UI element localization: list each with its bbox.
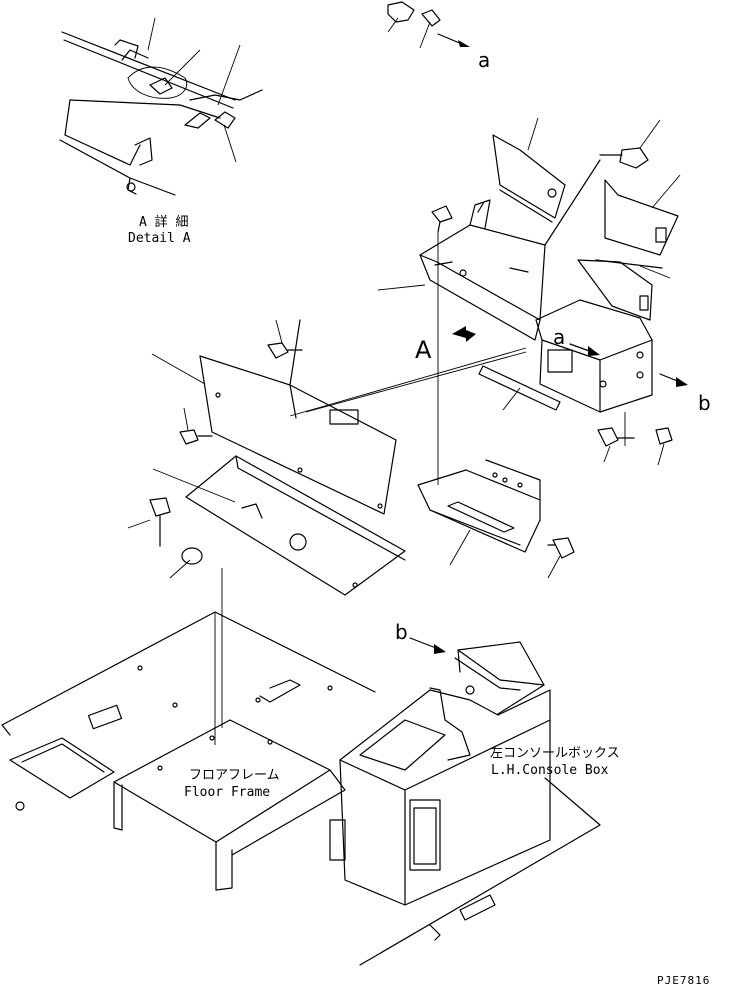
upper-cover-assembly — [377, 117, 681, 579]
detail-a-drawing — [59, 17, 263, 196]
console-box-label-en: L.H.Console Box — [491, 763, 609, 778]
floor-frame-label-en: Floor Frame — [184, 785, 271, 800]
ref-letter-b-lower: b — [395, 620, 408, 644]
console-box-drawing — [329, 641, 551, 906]
drawing-number: PJE7816 — [657, 974, 711, 987]
top-small-parts — [387, 1, 470, 49]
view-marker-a: A — [415, 336, 432, 364]
connector-lines — [221, 232, 527, 728]
arrows — [409, 326, 688, 654]
detail-a-title-jp: A 詳 細 — [139, 215, 189, 230]
console-box-label-jp: 左コンソールボックス — [490, 746, 620, 761]
middle-left-panel — [127, 319, 406, 596]
ref-letter-b-right: b — [698, 391, 711, 415]
floor-frame-drawing — [1, 611, 601, 966]
ref-letter-a-mid: a — [553, 325, 566, 349]
floor-frame-label-jp: フロアフレーム — [189, 768, 280, 783]
detail-a-title-en: Detail A — [128, 231, 191, 246]
ref-letter-a-top: a — [478, 48, 491, 72]
